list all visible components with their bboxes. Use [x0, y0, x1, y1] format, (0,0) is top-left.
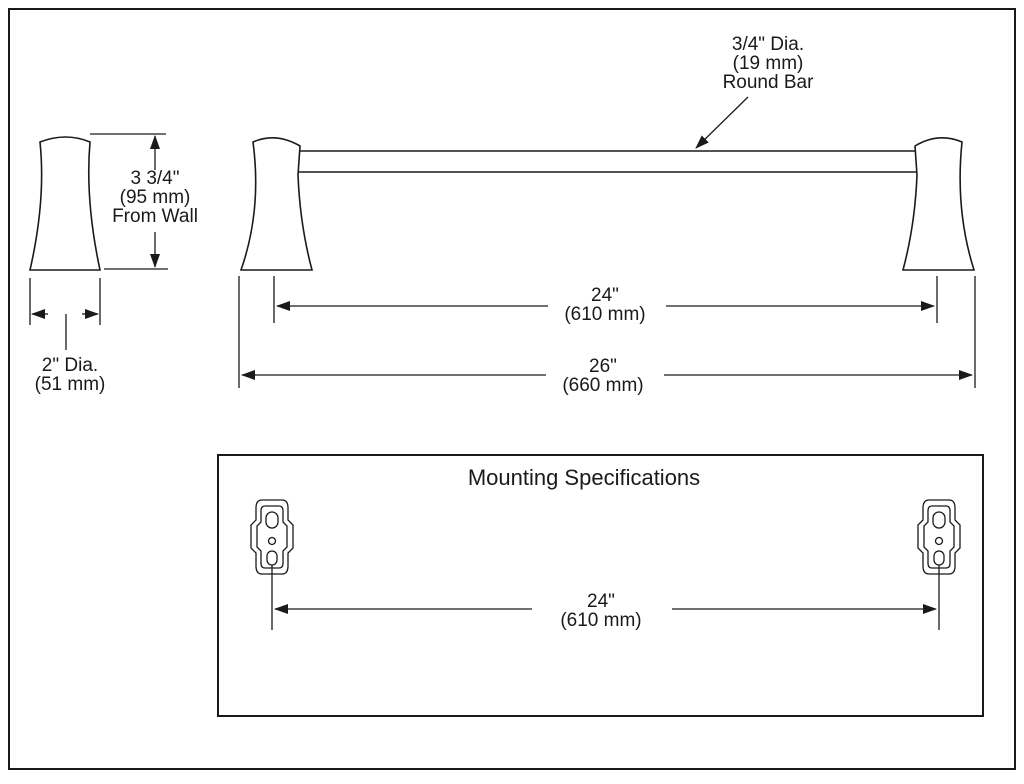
- inner-length-dimension: 24" (610 mm): [273, 276, 938, 325]
- projection-label-2: (95 mm): [120, 187, 191, 208]
- mounting-spacing-label-2: (610 mm): [560, 610, 641, 631]
- post-diameter-dimension: 2" Dia. (51 mm): [29, 278, 106, 395]
- right-post: [901, 137, 976, 271]
- bar-diameter-label-3: Round Bar: [723, 72, 815, 93]
- inner-length-label-1: 24": [591, 285, 619, 306]
- overall-length-label-2: (660 mm): [562, 375, 643, 396]
- front-view-bar: [239, 137, 976, 271]
- left-mounting-bracket-icon: [250, 499, 294, 630]
- side-view-post: [28, 136, 101, 271]
- bar-diameter-label-2: (19 mm): [733, 53, 804, 74]
- projection-label-3: From Wall: [112, 206, 198, 227]
- bar-diameter-callout: 3/4" Dia. (19 mm) Round Bar: [695, 34, 815, 149]
- post-diameter-label-2: (51 mm): [35, 374, 106, 395]
- projection-label-1: 3 3/4": [130, 168, 179, 189]
- mounting-spacing-label-1: 24": [587, 591, 615, 612]
- mounting-title: Mounting Specifications: [468, 465, 700, 490]
- post-diameter-label-1: 2" Dia.: [42, 355, 98, 376]
- overall-length-label-1: 26": [589, 356, 617, 377]
- overall-length-dimension: 26" (660 mm): [238, 276, 976, 396]
- right-mounting-bracket-icon: [917, 499, 961, 630]
- mounting-specifications-panel: Mounting Specifications 24" (610 mm): [217, 454, 984, 717]
- projection-dimension: 3 3/4" (95 mm) From Wall: [90, 133, 198, 270]
- inner-length-label-2: (610 mm): [564, 304, 645, 325]
- left-post: [239, 137, 314, 271]
- bar-diameter-label-1: 3/4" Dia.: [732, 34, 804, 55]
- outer-frame: [8, 8, 1016, 770]
